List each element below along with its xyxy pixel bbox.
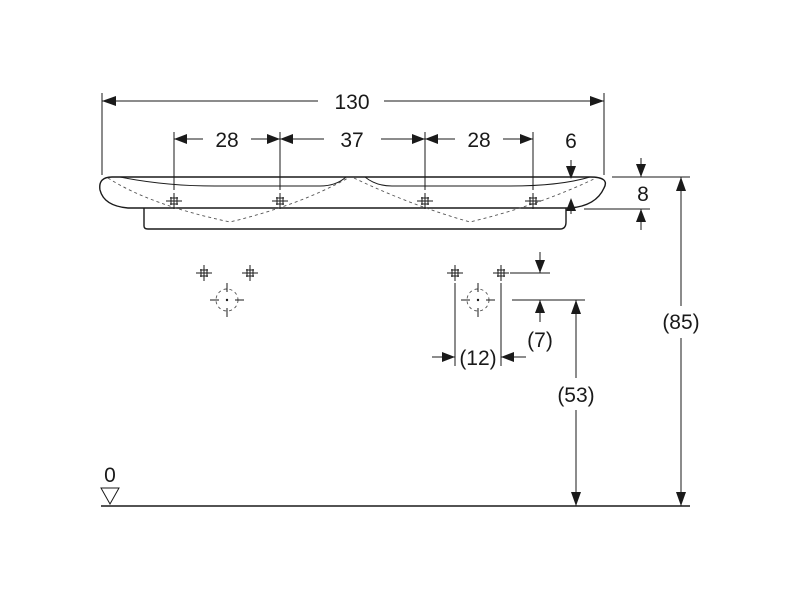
dim-waste-height: (53) bbox=[512, 299, 595, 506]
dim-total-height: (85) bbox=[662, 177, 700, 506]
dim-hole-spacings: 28 37 28 bbox=[173, 129, 534, 190]
dim-waste-spacing: (12) bbox=[432, 283, 526, 370]
dim-waste-spacing-label: (12) bbox=[459, 347, 496, 370]
dim-edge-offset-label: 6 bbox=[565, 130, 577, 153]
tap-hole-markers bbox=[165, 192, 542, 210]
dim-hole-spacing-right-label: 28 bbox=[467, 129, 490, 152]
dim-total-height-label: (85) bbox=[662, 311, 699, 334]
left-wall-marks bbox=[195, 264, 259, 318]
dim-edge-offset: 6 bbox=[565, 130, 577, 214]
right-wall-marks bbox=[446, 264, 510, 318]
dim-overall-width-label: 130 bbox=[334, 91, 369, 114]
floor-level-label: 0 bbox=[104, 464, 116, 487]
dim-waste-height-label: (53) bbox=[557, 384, 594, 407]
dim-waste-offset-vertical: (7) bbox=[510, 252, 553, 352]
dim-rim-thickness: 8 bbox=[584, 158, 690, 230]
floor-line: 0 bbox=[100, 464, 690, 507]
dim-overall-width: 130 bbox=[101, 91, 605, 175]
dim-waste-offset-vertical-label: (7) bbox=[527, 329, 553, 352]
dim-rim-thickness-label: 8 bbox=[637, 183, 649, 206]
dim-hole-spacing-left-label: 28 bbox=[215, 129, 238, 152]
dim-hole-spacing-center-label: 37 bbox=[340, 129, 363, 152]
